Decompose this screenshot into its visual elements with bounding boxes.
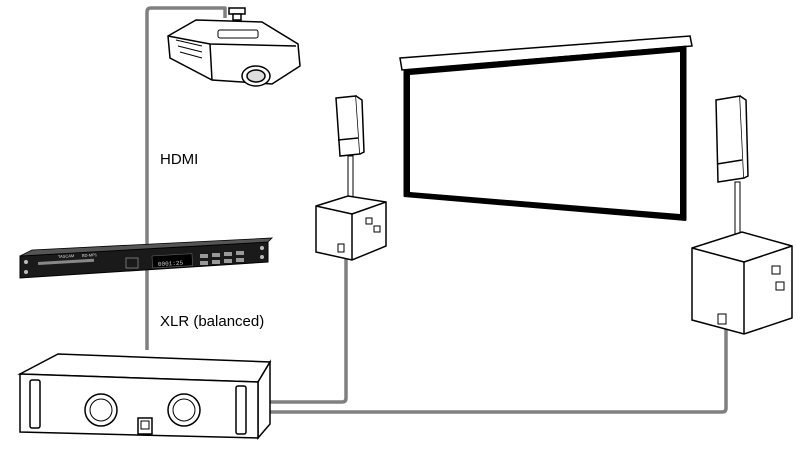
power-amplifier-icon: [17, 353, 272, 441]
speaker-cable-right: [258, 328, 728, 414]
speaker-on-subwoofer-icon: [315, 95, 387, 261]
player-display-text: 0001:25: [158, 260, 184, 268]
projector-icon: [167, 7, 301, 87]
speaker-on-subwoofer-icon: [691, 95, 793, 335]
hdmi-cable: [145, 6, 227, 350]
projection-screen-icon: [399, 35, 693, 221]
player-brand-text: TASCAM: [58, 253, 75, 259]
media-player-icon: [19, 237, 274, 279]
speaker-cable-left: [258, 256, 348, 404]
xlr-label: XLR (balanced): [160, 313, 265, 330]
hdmi-label: HDMI: [160, 151, 199, 168]
player-model-text: BD-MP1: [82, 252, 98, 258]
cables: [145, 6, 728, 414]
